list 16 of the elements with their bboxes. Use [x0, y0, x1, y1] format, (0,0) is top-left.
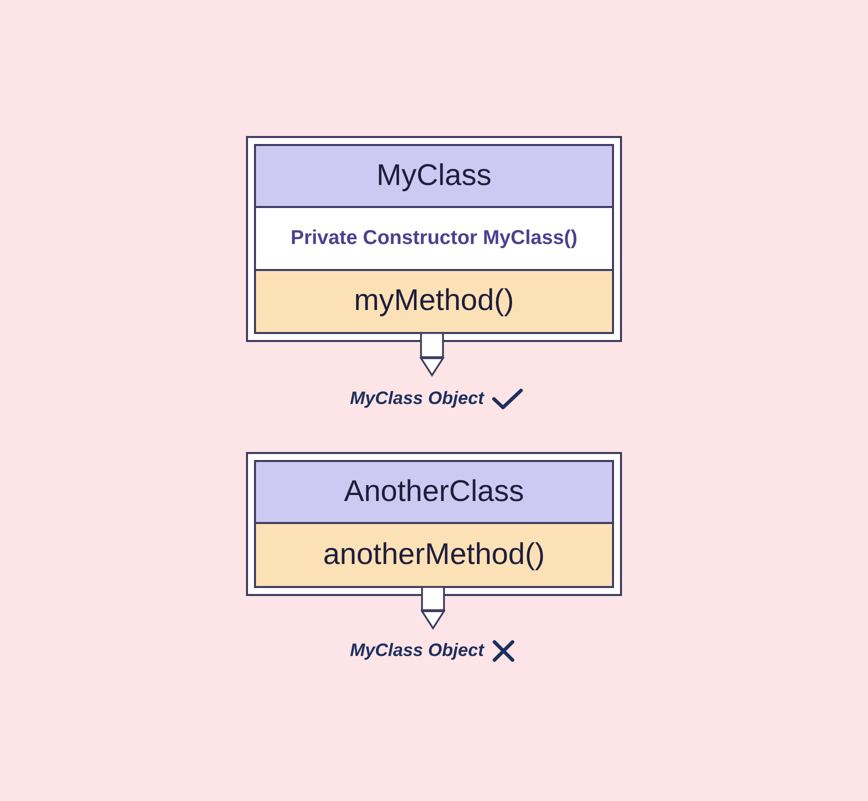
class-name: AnotherClass: [344, 474, 524, 510]
method-name: myMethod(): [354, 284, 514, 319]
constructor-compartment: [254, 208, 614, 271]
method-name: anotherMethod(): [323, 538, 545, 572]
method-compartment: [254, 524, 614, 588]
object-label: MyClass Object: [350, 640, 484, 662]
method-compartment: [254, 271, 614, 334]
block-arrow: [420, 586, 446, 630]
class-frame: [246, 452, 622, 596]
class-frame: [246, 136, 622, 342]
class-name: MyClass: [376, 158, 492, 194]
block-arrow: [419, 332, 445, 377]
object-label: MyClass Object: [350, 388, 484, 410]
class-header: [254, 144, 614, 208]
constructor-signature: Private Constructor MyClass(): [290, 227, 578, 250]
class-header: [254, 460, 614, 524]
